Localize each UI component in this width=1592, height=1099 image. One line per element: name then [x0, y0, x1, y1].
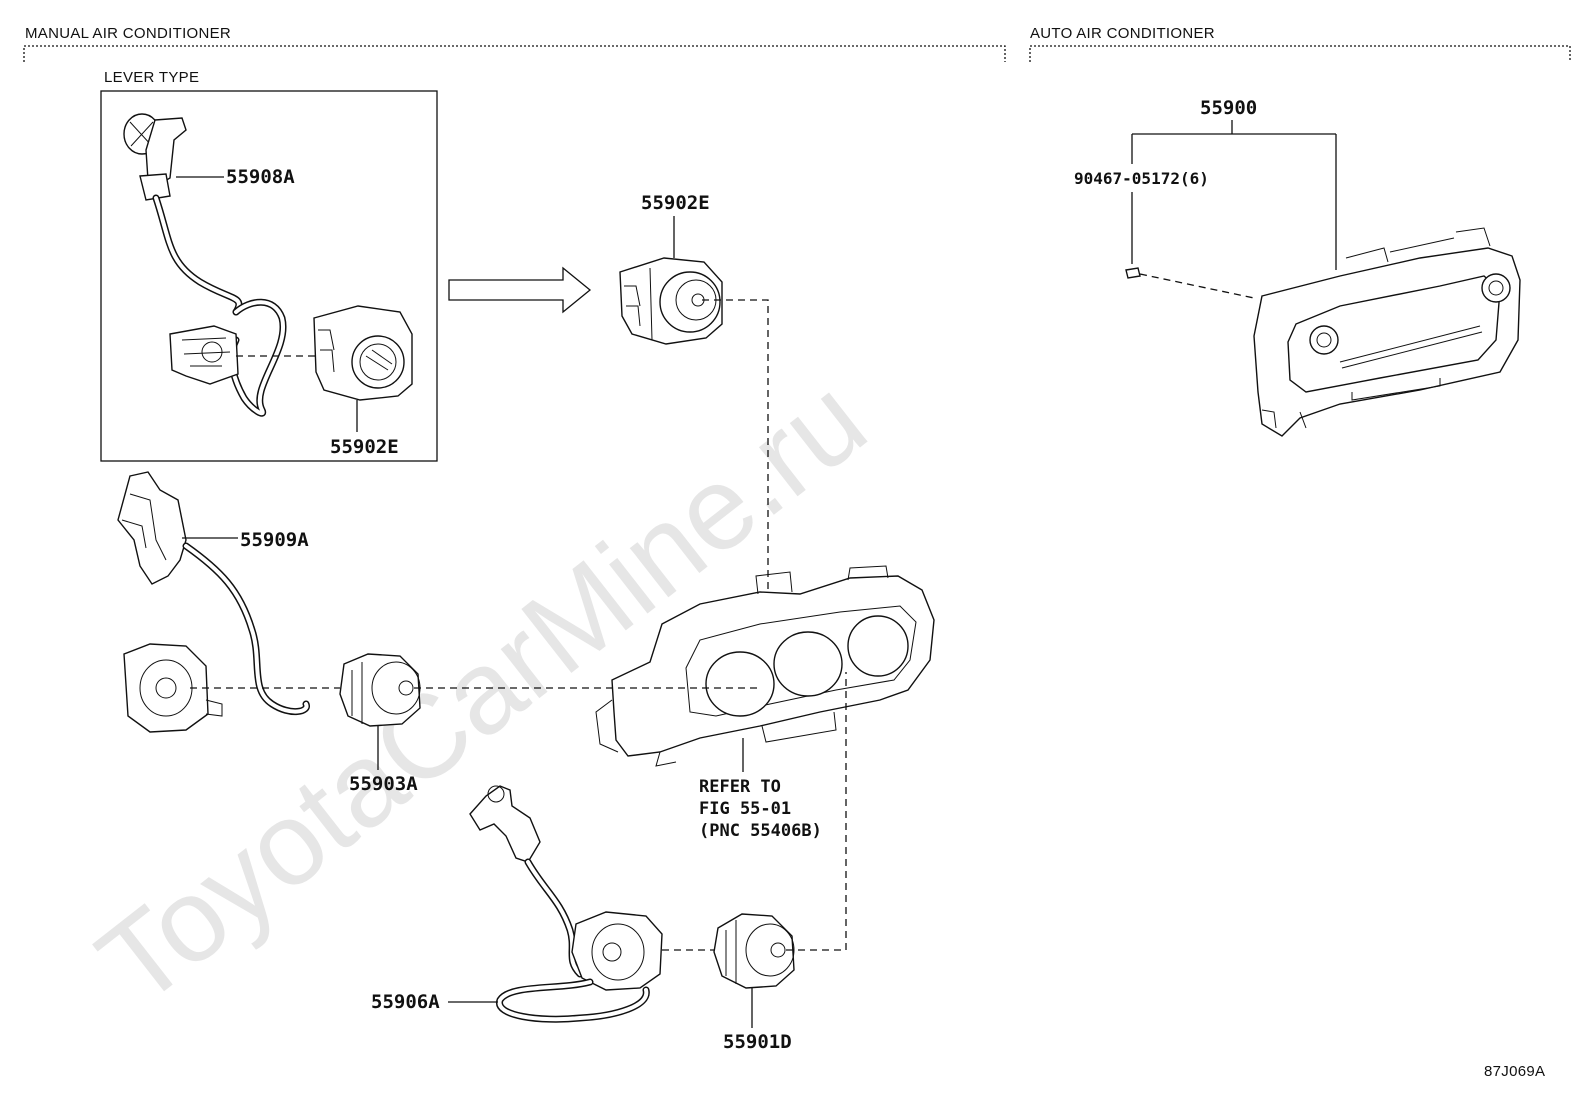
knob-55901D [713, 913, 795, 989]
part-number-90467: 90467-05172(6) [1074, 169, 1209, 188]
lever-type-label: LEVER TYPE [104, 69, 199, 86]
lever-type-box [100, 90, 438, 462]
knob-55903A [339, 653, 421, 727]
heater-control-panel [595, 565, 935, 767]
ac-control-unit-55900 [1253, 227, 1521, 437]
refer-note-line2: FIG 55-01 [699, 799, 791, 819]
refer-note-line3: (PNC 55406B) [699, 821, 822, 841]
part-number-55900: 55900 [1200, 97, 1257, 119]
screw-90467 [1125, 267, 1141, 279]
replacement-arrow [448, 266, 592, 314]
part-number-55903A: 55903A [349, 773, 418, 795]
section-bracket-manual [23, 45, 1006, 62]
part-number-55908A: 55908A [226, 166, 295, 188]
guide-55902E-panel [702, 299, 769, 660]
lever-cable-55908A [123, 113, 287, 417]
guide-screw-unit [1139, 273, 1255, 299]
part-number-55906A: 55906A [371, 991, 440, 1013]
part-number-55909A: 55909A [240, 529, 309, 551]
part-number-55902E-box: 55902E [330, 436, 399, 458]
guide-55901D-row [662, 672, 847, 951]
section-title-manual: MANUAL AIR CONDITIONER [25, 25, 231, 42]
section-bracket-auto [1029, 45, 1571, 62]
control-cable-55909A [117, 471, 310, 733]
leader-55900 [1131, 120, 1337, 270]
control-switch-55902E-lever [313, 305, 413, 401]
part-number-55902E-top: 55902E [641, 192, 710, 214]
control-switch-55902E [619, 257, 723, 345]
figure-code: 87J069A [1484, 1063, 1545, 1080]
section-title-auto: AUTO AIR CONDITIONER [1030, 25, 1215, 42]
control-cable-55906A [469, 785, 663, 1023]
part-number-55901D: 55901D [723, 1031, 792, 1053]
refer-note-line1: REFER TO [699, 777, 781, 797]
